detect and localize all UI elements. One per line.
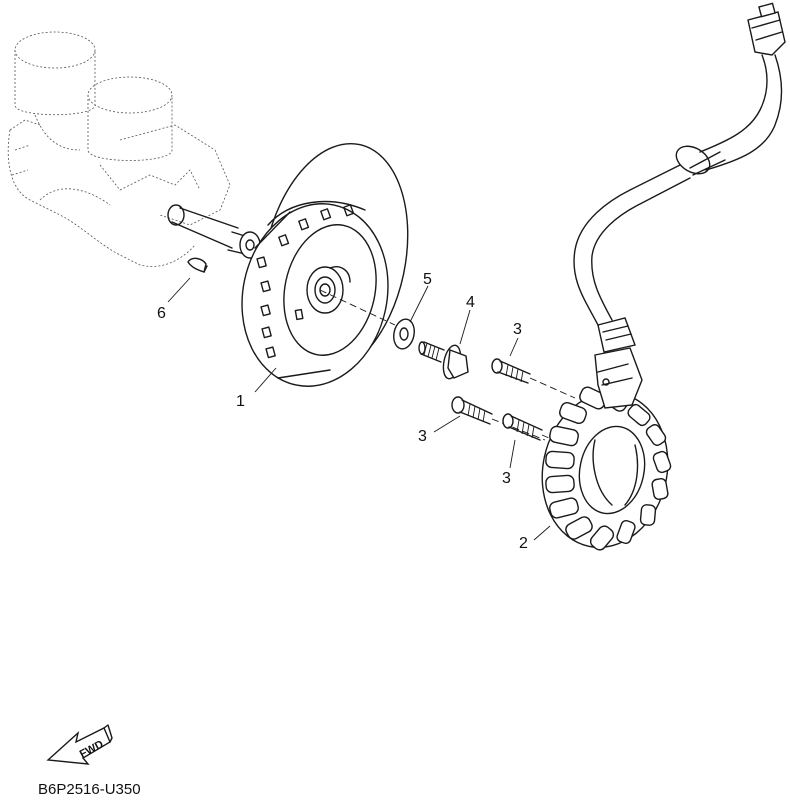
stator-assembly [541, 2, 786, 551]
drawing-code: B6P2516-U350 [38, 781, 141, 798]
screw-left-axis [491, 418, 546, 441]
assembly-axis-line [319, 289, 396, 326]
screw-left [451, 396, 493, 425]
screw-middle [502, 413, 543, 441]
rim-slots [256, 204, 355, 359]
leader-1 [254, 367, 277, 393]
callout-4: 4 [466, 294, 475, 311]
screw-upper-axis [529, 377, 576, 399]
leader-3-upper [509, 337, 519, 357]
washer [393, 318, 415, 350]
leader-6 [167, 277, 191, 303]
leader-2 [533, 525, 551, 541]
leader-3-left [433, 415, 461, 433]
flywheel-rotor [241, 142, 409, 387]
callout-3-upper: 3 [513, 321, 522, 338]
callout-3-middle: 3 [502, 470, 511, 487]
callout-1: 1 [236, 393, 245, 410]
callout-3-left: 3 [418, 428, 427, 445]
callout-2: 2 [519, 535, 528, 552]
engine-crankcase [7, 31, 261, 267]
callout-6: 6 [157, 305, 166, 322]
woodruff-key [187, 257, 208, 273]
fwd-arrow-icon: FWD [46, 724, 113, 765]
flange-bolt [418, 341, 469, 380]
leader-4 [459, 309, 471, 345]
screw-upper [491, 358, 531, 384]
callout-labels: 1 2 3 3 3 4 5 6 [157, 271, 528, 552]
callout-5: 5 [423, 271, 432, 288]
leader-lines [167, 277, 551, 541]
leader-5 [409, 285, 429, 323]
leader-3-middle [509, 439, 516, 469]
